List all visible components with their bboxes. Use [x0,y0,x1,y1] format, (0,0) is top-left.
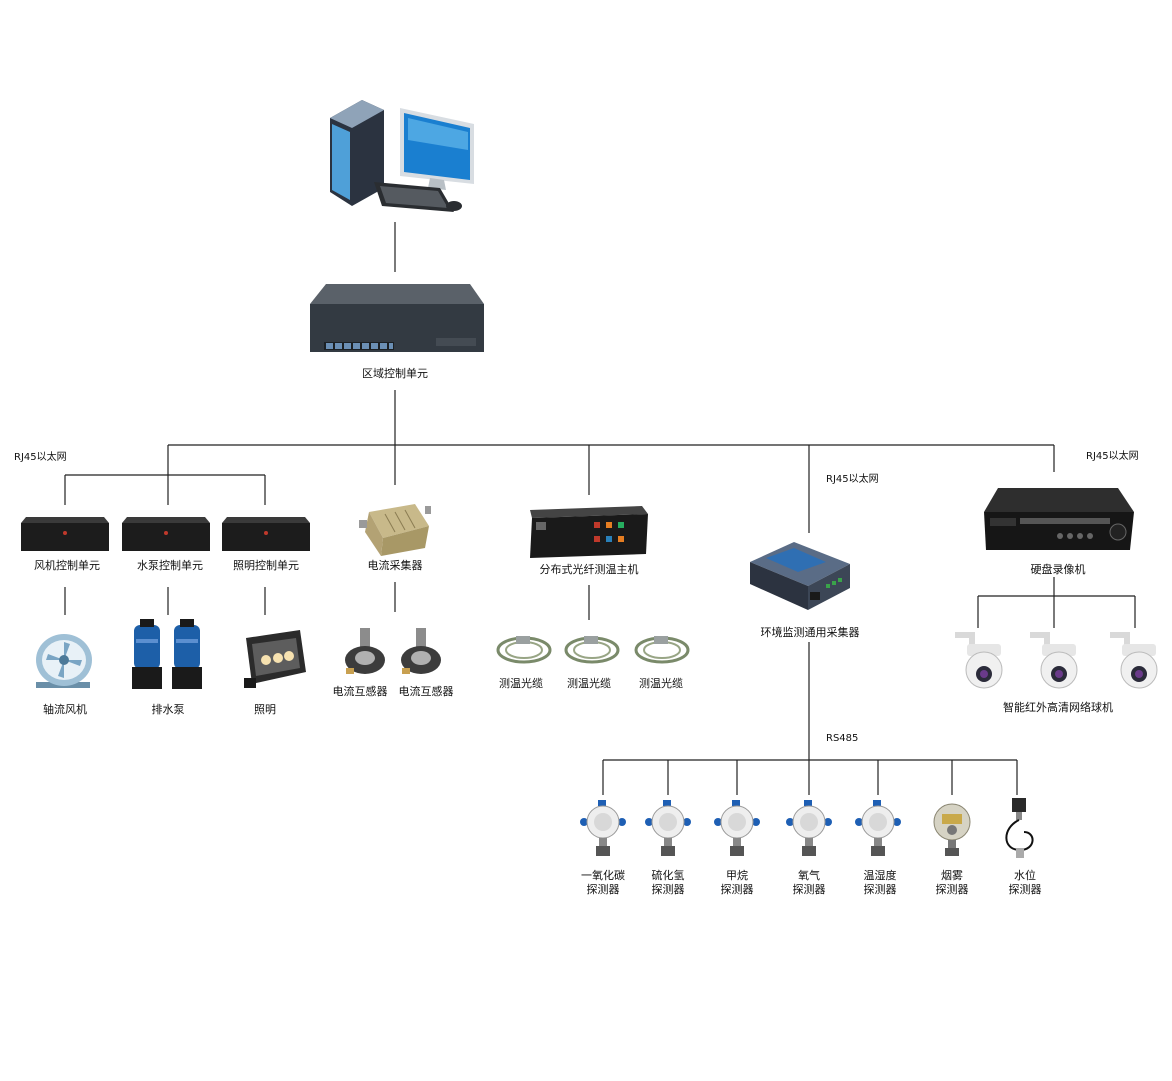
dome-camera-icon-2 [1028,628,1080,692]
current-collector-label: 电流采集器 [367,559,423,572]
network-switch-icon [306,280,486,358]
cable1-label: 测温光缆 [499,677,543,690]
env-collector-label: 环境监测通用采集器 [760,626,860,639]
ct2-label: 电流互感器 [398,685,454,698]
rj45-mid-label: RJ45以太网 [826,474,879,485]
cable3-label: 测温光缆 [639,677,683,690]
axial-fan-icon [30,630,100,692]
fan-control-label: 风机控制单元 [34,559,100,572]
h2s-detector-icon [645,800,691,860]
fan-control-rack-icon [20,515,110,555]
cameras-label: 智能红外高清网络球机 [1003,701,1113,714]
detector-label-smoke: 烟雾探测器 [935,869,969,896]
current-transformer-icon-2 [398,628,444,678]
current-transformer-icon-1 [342,628,388,678]
light-control-rack-icon [221,515,311,555]
computer-icon [322,88,482,218]
fiber-cable-icon-3 [632,630,692,666]
detector-label-ch4: 甲烷探测器 [720,869,754,896]
fiber-temperature-host-icon [526,500,650,560]
pump-control-label: 水泵控制单元 [137,559,203,572]
current-collector-icon [355,498,435,560]
rj45-left-label: RJ45以太网 [14,452,67,463]
dome-camera-icon-1 [953,628,1005,692]
detector-label-water-level: 水位探测器 [1008,869,1042,896]
detector-label-temp-humidity: 温湿度探测器 [863,869,897,896]
rs485-label: RS485 [826,733,859,744]
pump-control-rack-icon [121,515,211,555]
temp-humidity-detector-icon [855,800,901,860]
nvr-icon [980,484,1136,556]
fan-label: 轴流风机 [43,703,87,716]
light-control-label: 照明控制单元 [233,559,299,572]
detector-label-h2s: 硫化氢探测器 [651,869,685,896]
rj45-right-label: RJ45以太网 [1086,451,1139,462]
nvr-label: 硬盘录像机 [1030,563,1086,576]
detector-label-co: 一氧化碳探测器 [581,869,625,896]
ch4-detector-icon [714,800,760,860]
environment-collector-icon [746,534,856,614]
cable2-label: 测温光缆 [567,677,611,690]
fiber-host-label: 分布式光纤测温主机 [539,563,639,576]
switch-label: 区域控制单元 [362,367,428,380]
fiber-cable-icon-1 [494,630,554,666]
pump-label: 排水泵 [151,703,185,716]
detector-label-o2: 氧气探测器 [792,869,826,896]
dome-camera-icon-3 [1108,628,1160,692]
floodlight-icon [240,628,310,692]
smoke-detector-icon [928,800,976,860]
fiber-cable-icon-2 [562,630,622,666]
o2-detector-icon [786,800,832,860]
drain-pump-icon [126,615,214,695]
water-level-detector-icon [1000,798,1040,860]
co-detector-icon [580,800,626,860]
light-label: 照明 [254,703,276,716]
ct1-label: 电流互感器 [332,685,388,698]
